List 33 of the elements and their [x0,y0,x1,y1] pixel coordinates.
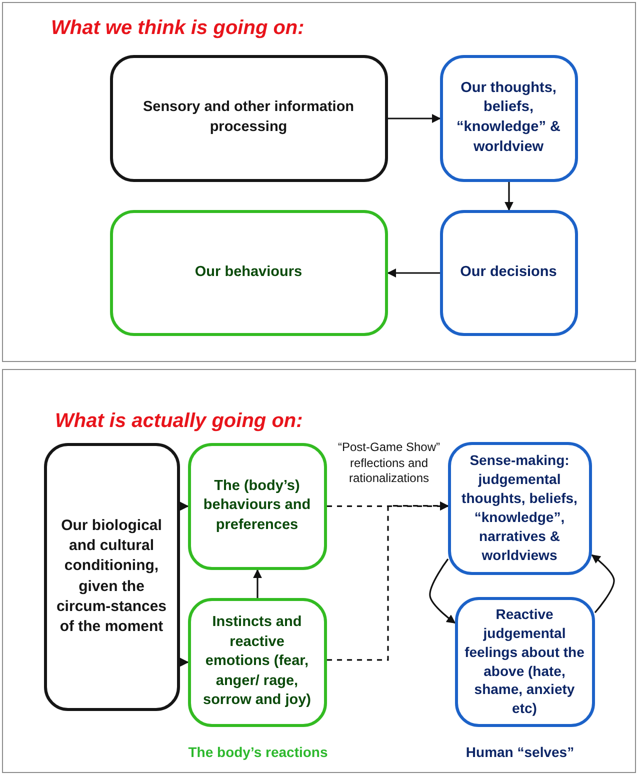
box-text: Sensory and other information processing [142,98,356,137]
box-text: Our biological and cultural conditioning, given the circum-stances of the moment [55,516,168,637]
arrow [591,554,615,614]
panel-heading: What is actually going on: [55,410,303,433]
arrow [180,502,189,511]
arrow [253,569,262,598]
rounded-box [44,442,180,710]
arrow [387,268,440,278]
rounded-box [188,598,326,726]
arrow [388,114,441,123]
box-text: Reactive judgemental feelings about the above (hate, shame, anxiety etc) [464,604,586,718]
box-text: Our behaviours [194,262,304,282]
arrow [429,558,456,624]
rounded-box [110,54,388,182]
arrow [504,182,514,211]
box-text: Our decisions [459,262,558,282]
box-text: The (body’s) behaviours and preferences [202,476,312,535]
rounded-box [440,54,578,182]
box-text: Sense-making: judgemental thoughts, beliefs, “knowledge”, narratives & worldviews [460,451,578,565]
rounded-box [188,442,326,570]
panel-frame [2,2,636,362]
rounded-box [454,596,594,726]
box-text: Our thoughts, beliefs, “knowledge” & worldview [456,78,562,157]
rounded-box [110,210,388,336]
arrow [180,658,189,667]
rounded-box [448,442,592,574]
box-text: Instincts and reactive emotions (fear, anger/ rage, sorrow and joy) [202,613,312,710]
panel-heading: What we think is going on: [51,17,304,40]
dashed-arrow [327,501,449,661]
panel-frame [2,369,636,773]
rounded-box [440,210,578,336]
column-caption: The body’s reactions [188,744,328,760]
column-caption: Human “selves” [466,744,574,760]
